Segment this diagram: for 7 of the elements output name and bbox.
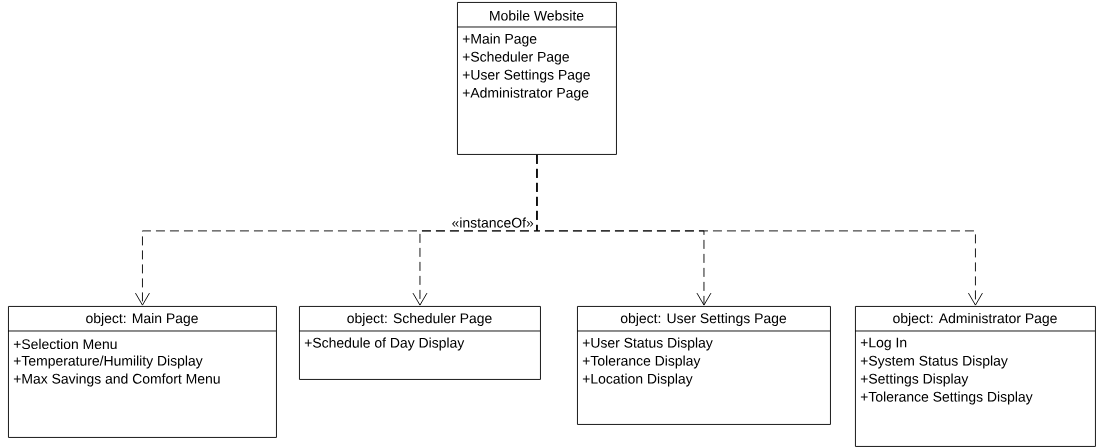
class-box: Mobile Website +Main Page +Scheduler Page +User Settings Page +Administrator Page <box>456 2 617 155</box>
edge-label: «instanceOf» <box>450 216 535 229</box>
arrow <box>536 154 983 306</box>
class-box: object: User Settings Page +User Status Display +Tolerance Display +Location Display <box>576 306 831 425</box>
class-box: object: Main Page +Selection Menu +Temperature/Humility Display +Max Savings and Comfort Menu <box>7 306 277 438</box>
class-box: object: Administrator Page +Log In +System Status Display +Settings Display +Tolerance Settings Display <box>854 306 1096 447</box>
class-box: object: Scheduler Page +Schedule of Day Display <box>298 306 541 380</box>
